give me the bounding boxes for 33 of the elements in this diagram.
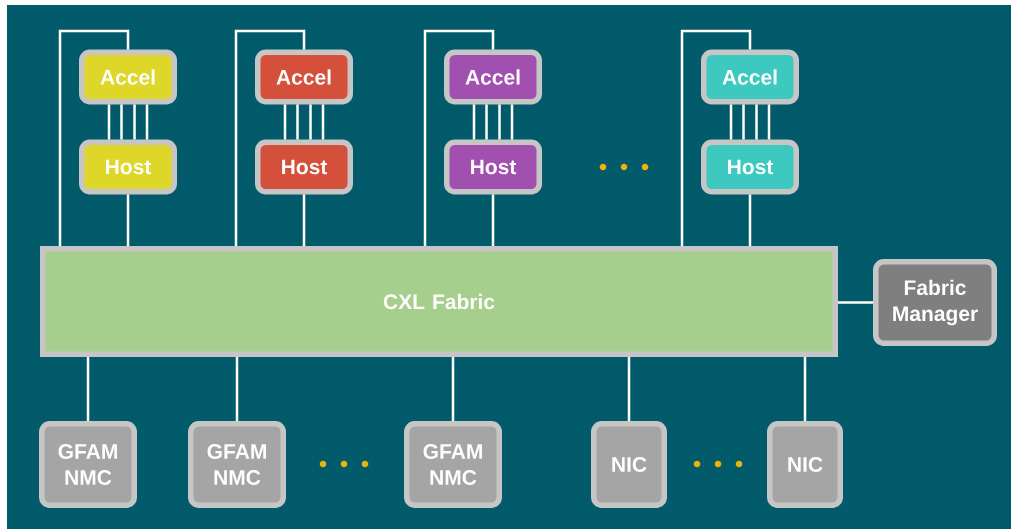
nic-box: NIC (767, 421, 843, 508)
connector-line (126, 194, 130, 246)
connector-line (302, 194, 306, 246)
memory-box: GFAM NMC (404, 421, 502, 508)
connector-line (491, 194, 495, 246)
connector-line (803, 357, 807, 421)
connector-line (86, 357, 90, 421)
fabric-box: CXL Fabric (40, 246, 838, 357)
connector-line (838, 301, 873, 304)
connector-line (235, 357, 239, 421)
accelerator-box: Accel (444, 49, 542, 105)
accelerator-box: Accel (255, 49, 353, 105)
connector-line (423, 29, 495, 246)
host-box: Host (255, 139, 353, 195)
connector-line (107, 103, 149, 141)
connector-line (58, 29, 130, 246)
connector-line (680, 29, 752, 246)
host-box: Host (444, 139, 542, 195)
connector-line (472, 103, 514, 141)
memory-box: GFAM NMC (39, 421, 137, 508)
connector-line (234, 29, 306, 246)
nic-box: NIC (591, 421, 667, 508)
accelerator-box: Accel (79, 49, 177, 105)
host-box: Host (701, 139, 799, 195)
host-box: Host (79, 139, 177, 195)
connector-line (729, 103, 771, 141)
connector-line (627, 357, 631, 421)
connector-line (451, 357, 455, 421)
connector-line (748, 194, 752, 246)
accelerator-box: Accel (701, 49, 799, 105)
memory-box: GFAM NMC (188, 421, 286, 508)
manager-box: Fabric Manager (873, 259, 997, 346)
connector-line (283, 103, 325, 141)
